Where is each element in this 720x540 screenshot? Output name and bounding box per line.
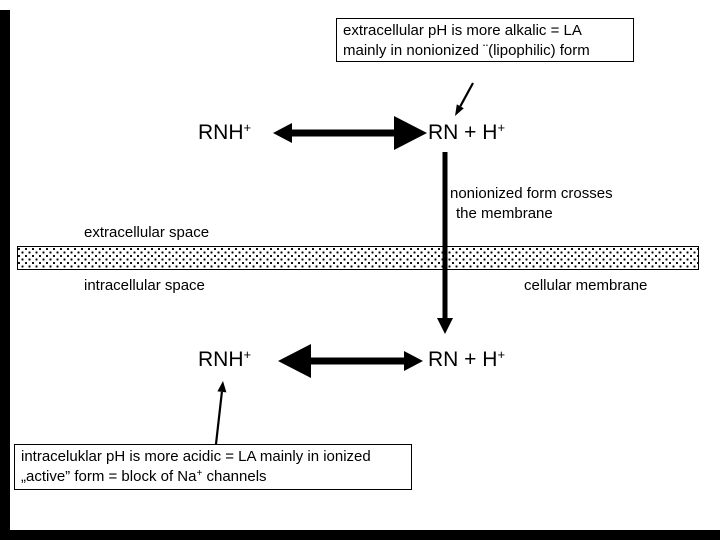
bottom-note-line2-post: channels [202, 468, 267, 485]
rn-sup: + [497, 347, 506, 362]
label-rn-extracellular: RN + H+ [428, 120, 506, 147]
label-cellular-membrane: cellular membrane [524, 277, 648, 294]
membrane-band [17, 246, 699, 270]
bottom-note-line1: intraceluklar pH is more acidic = LA mai… [21, 448, 371, 465]
rnh-sup: + [243, 120, 252, 135]
label-extracellular-space: extracellular space [84, 224, 210, 241]
top-note-line1: extracellular pH is more alkalic = LA [343, 22, 582, 39]
slide-shadow-bottom-bar [0, 530, 720, 540]
bottom-note-box: intraceluklar pH is more acidic = LA mai… [14, 444, 412, 490]
rn-base: RN + H [428, 121, 498, 144]
label-rnh-extracellular: RNH+ [198, 120, 252, 147]
annotation-arrow-bottom [214, 381, 227, 445]
label-intracellular-space: intracellular space [84, 277, 205, 294]
rnh-base: RNH [198, 121, 244, 144]
label-rn-intracellular: RN + H+ [428, 347, 506, 374]
bottom-note-line2: „active” form = block of Na+ channels [21, 467, 405, 489]
crossing-note: nonionized form crosses the membrane [450, 184, 613, 224]
top-note-line2: mainly in nonionized ¨(lipophilic) form [343, 42, 590, 59]
equilibrium-arrow-intracellular [278, 344, 423, 378]
rnh-base: RNH [198, 348, 244, 371]
na-plus-sup: + [196, 468, 203, 479]
slide-shadow-left-bar [0, 10, 10, 540]
rn-sup: + [497, 120, 506, 135]
crossing-note-line2: the membrane [456, 205, 553, 222]
membrane-crossing-arrow [437, 152, 453, 334]
crossing-note-line1: nonionized form crosses [450, 185, 613, 202]
label-rnh-intracellular: RNH+ [198, 347, 252, 374]
annotation-arrow-top [455, 82, 474, 116]
rn-base: RN + H [428, 348, 498, 371]
top-note-box: extracellular pH is more alkalic = LA ma… [336, 18, 634, 62]
rnh-sup: + [243, 347, 252, 362]
bottom-note-line2-pre: „active” form = block of Na [21, 468, 197, 485]
equilibrium-arrow-extracellular [273, 116, 427, 150]
